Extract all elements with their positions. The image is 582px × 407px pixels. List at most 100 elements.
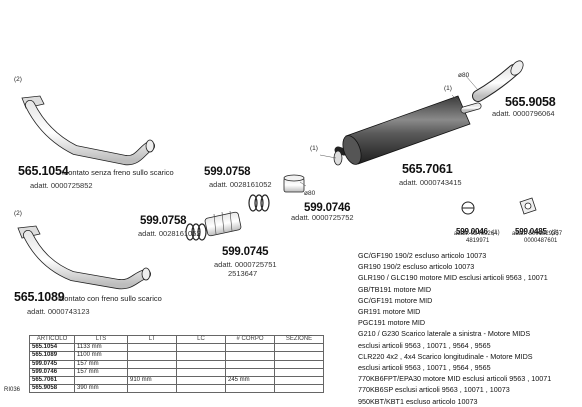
col-lc: LC xyxy=(176,334,226,345)
cell-articolo: 565.7061 xyxy=(29,375,75,386)
cell-lt xyxy=(127,343,177,353)
pipe-565-1054 xyxy=(21,95,155,166)
cell-lt xyxy=(127,384,177,394)
muffler-565-7061 xyxy=(333,95,482,166)
cell-corpo xyxy=(225,343,275,353)
reference-code: RI036 xyxy=(4,387,21,393)
pipe-565-1089 xyxy=(17,225,151,290)
cell-lc xyxy=(176,359,226,369)
clamp-599-0758-top xyxy=(248,194,270,212)
note-line: GB/TB191 motore MID xyxy=(358,284,432,294)
cell-lc xyxy=(176,384,226,394)
note-line: GLR190 / GLC190 motore MID esclusi artic… xyxy=(358,273,548,283)
cell-lc xyxy=(176,351,226,361)
part-code-565-9058[interactable]: 565.9058 xyxy=(505,95,556,109)
cell-sezione xyxy=(274,367,324,377)
note-line: 770KB6SP esclusi articoli 9563 , 10071 ,… xyxy=(358,385,510,395)
col-articolo: ARTICOLO xyxy=(29,334,75,345)
part-code-599-0758-left[interactable]: 599.0758 xyxy=(140,215,187,227)
part-code-599-0746[interactable]: 599.0746 xyxy=(304,202,351,214)
cell-corpo xyxy=(225,367,275,377)
tailpipe-565-9058 xyxy=(472,60,524,102)
cell-lc xyxy=(176,367,226,377)
sleeve-599-0745 xyxy=(204,210,242,237)
qty-599-0046: (1) xyxy=(492,230,500,236)
part-code-599-0745[interactable]: 599.0745 xyxy=(222,246,269,258)
adatt2-599-0485: 0000487601 xyxy=(524,238,558,244)
adatt-599-0758-top: adatt. 0028161052 xyxy=(209,180,272,189)
part-599-0046[interactable]: 599.0046 (1) xyxy=(456,221,500,239)
adatt-599-0746: adatt. 0000725752 xyxy=(291,213,354,222)
cell-sezione xyxy=(274,351,324,361)
col-corpo: # CORPO xyxy=(225,334,275,345)
table-row[interactable]: 565.1054 1133 mm xyxy=(29,343,324,353)
qty-565-1089: (2) xyxy=(14,210,22,217)
part-code-565-1089[interactable]: 565.1089 xyxy=(14,290,65,304)
adatt-565-1089: adatt. 0000743123 xyxy=(27,307,90,316)
clamp-599-0758-left xyxy=(185,223,207,241)
cell-corpo xyxy=(225,384,275,394)
part-599-0485[interactable]: 599.0485 (2) xyxy=(515,221,559,239)
cell-lts: 157 mm xyxy=(74,359,128,369)
cell-lts: 157 mm xyxy=(74,367,128,377)
cell-lts: 390 mm xyxy=(74,384,128,394)
cell-articolo: 565.1089 xyxy=(29,351,75,361)
qty1-565-7061: (1) xyxy=(310,145,318,152)
adatt2-599-0745: 2513647 xyxy=(228,269,258,278)
adatt-599-0485: adatt. 5001829357 xyxy=(512,231,563,237)
note-line: 770KB6FPT/EPA30 motore MID esclusi artic… xyxy=(358,374,552,384)
col-lts: LTS xyxy=(74,334,128,345)
desc-565-1089: Montato con freno sullo scarico xyxy=(58,294,162,303)
note-line: GC/GF191 motore MID xyxy=(358,295,433,305)
cell-lt: 910 mm xyxy=(127,375,177,386)
cell-articolo: 565.1054 xyxy=(29,343,75,353)
col-lt: LT xyxy=(127,334,177,345)
qty-599-0485: (2) xyxy=(551,230,559,236)
table-row[interactable]: 599.0745 157 mm xyxy=(29,359,324,369)
cell-sezione xyxy=(274,359,324,369)
dimensions-table: ARTICOLO LTS LT LC # CORPO SEZIONE 565.1… xyxy=(29,334,324,394)
note-line: G210 / G230 Scarico laterale a sinistra … xyxy=(358,329,531,339)
note-line: esclusi articoli 9563 , 10071 , 9564 , 9… xyxy=(358,363,491,373)
cell-lts: 1133 mm xyxy=(74,343,128,353)
cell-sezione xyxy=(274,384,324,394)
clamp-599-0046 xyxy=(461,201,475,215)
adatt-599-0745: adatt. 0000725751 xyxy=(214,260,277,269)
note-line: 950KBT/KBT1 escluso articolo 10073 xyxy=(358,396,478,406)
part-code-599-0485: 599.0485 xyxy=(515,227,547,236)
cell-articolo: 599.0745 xyxy=(29,359,75,369)
gasket-599-0485 xyxy=(519,197,537,215)
table-row[interactable]: 565.9058 390 mm xyxy=(29,384,324,394)
cell-lt xyxy=(127,351,177,361)
adatt-565-9058: adatt. 0000796064 xyxy=(492,109,555,118)
note-line: PGC191 motore MID xyxy=(358,318,426,328)
cell-corpo: 245 mm xyxy=(225,375,275,386)
adatt-565-7061: adatt. 0000743415 xyxy=(399,178,462,187)
adatt-599-0046: adatt. 02469264 xyxy=(454,231,498,237)
col-sezione: SEZIONE xyxy=(274,334,324,345)
note-line: esclusi articoli 9563 , 10071 , 9564 , 9… xyxy=(358,340,491,350)
cell-articolo: 599.0746 xyxy=(29,367,75,377)
cell-sezione xyxy=(274,343,324,353)
adatt2-599-0046: 4819971 xyxy=(466,238,490,244)
part-code-599-0046: 599.0046 xyxy=(456,227,488,236)
table-row[interactable]: 565.7061 910 mm 245 mm xyxy=(29,375,324,386)
table-header: ARTICOLO LTS LT LC # CORPO SEZIONE xyxy=(29,334,324,345)
table-row[interactable]: 599.0746 157 mm xyxy=(29,367,324,377)
dia-599-0746: ø80 xyxy=(304,190,316,197)
part-code-565-1054[interactable]: 565.1054 xyxy=(18,164,69,178)
desc-565-1054: Montato senza freno sullo scarico xyxy=(62,168,174,177)
cell-articolo: 565.9058 xyxy=(29,384,75,394)
part-code-599-0758-top[interactable]: 599.0758 xyxy=(204,166,251,178)
qty2-565-7061: (1) xyxy=(444,85,452,92)
cell-lc xyxy=(176,343,226,353)
cell-corpo xyxy=(225,359,275,369)
cell-lt xyxy=(127,359,177,369)
table-row[interactable]: 565.1089 1100 mm xyxy=(29,351,324,361)
note-line: GC/GF190 190/2 escluso articolo 10073 xyxy=(358,251,487,260)
part-code-565-7061[interactable]: 565.7061 xyxy=(402,162,453,176)
leader-lines xyxy=(299,75,479,187)
cell-lt xyxy=(127,367,177,377)
adatt-599-0758-left: adatt. 0028161052 xyxy=(138,229,201,238)
